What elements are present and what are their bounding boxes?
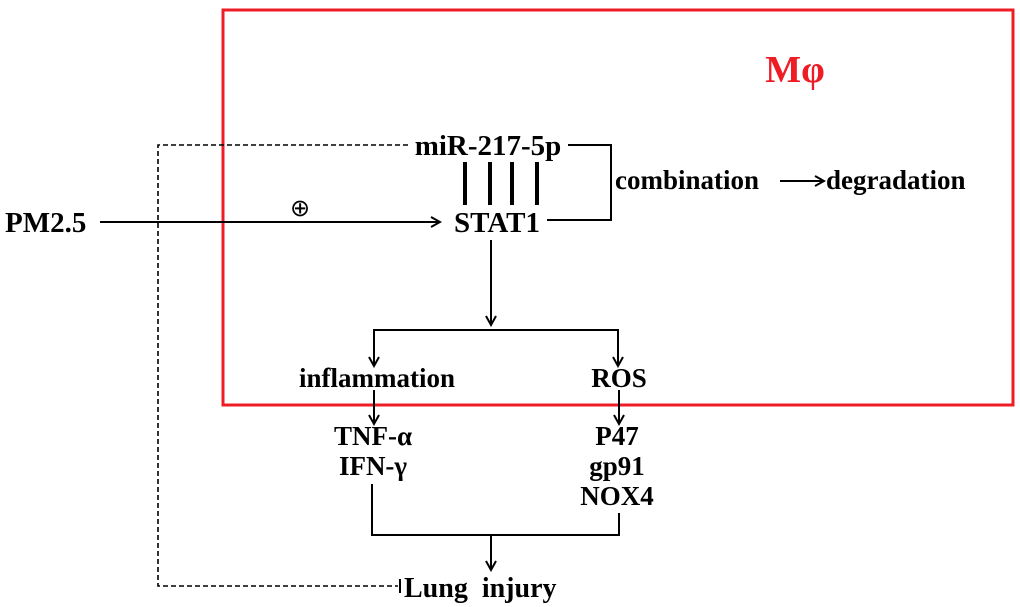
- node-tnf-alpha: TNF-α: [334, 421, 412, 451]
- node-gp91: gp91: [589, 451, 645, 481]
- node-p47: P47: [595, 421, 639, 451]
- node-combination: combination: [615, 165, 759, 195]
- node-nox4: NOX4: [580, 481, 654, 511]
- branch-line: [373, 329, 619, 364]
- node-pm25: PM2.5: [5, 207, 86, 239]
- node-stat1: STAT1: [454, 207, 540, 239]
- convergence-line: [371, 484, 620, 536]
- node-lung-injury: Lung injury: [404, 573, 557, 604]
- node-inflammation: inflammation: [299, 363, 455, 393]
- node-ros: ROS: [591, 363, 647, 393]
- combination-bracket: [547, 144, 612, 221]
- node-mirna: miR-217-5p: [415, 130, 562, 162]
- node-ifn-gamma: IFN-γ: [339, 451, 407, 481]
- macrophage-label: Mφ: [765, 49, 825, 91]
- binding-bars: [463, 162, 539, 205]
- promote-symbol: ⊕: [290, 194, 310, 222]
- node-degradation: degradation: [826, 165, 966, 195]
- inhibition-dashed-line: [157, 144, 408, 587]
